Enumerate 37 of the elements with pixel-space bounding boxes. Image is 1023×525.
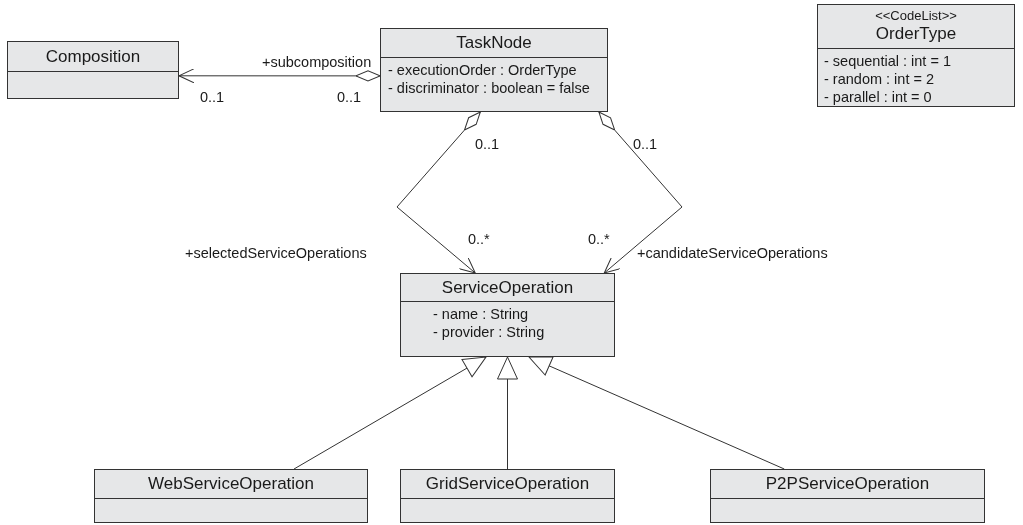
class-name: OrderType xyxy=(875,24,957,44)
class-box xyxy=(94,469,368,523)
class-name: WebServiceOperation xyxy=(148,474,314,494)
class-box xyxy=(400,469,615,523)
class-box xyxy=(7,41,179,99)
class-name: P2PServiceOperation xyxy=(765,474,930,494)
attribute: - name : String xyxy=(433,305,530,323)
generalization-arrow xyxy=(497,356,518,470)
role-name: +subcomposition xyxy=(262,55,372,70)
class-name: GridServiceOperation xyxy=(425,474,590,494)
stereotype: <<CodeList>> xyxy=(875,9,957,25)
aggregation-arrow xyxy=(598,111,683,274)
multiplicity: 0..* xyxy=(588,232,610,247)
attribute: - provider : String xyxy=(433,323,546,341)
multiplicity: 0..* xyxy=(468,232,490,247)
attribute: - sequential : int = 1 xyxy=(824,52,952,70)
class-name: TaskNode xyxy=(456,33,532,53)
generalization-arrow xyxy=(293,356,487,470)
multiplicity: 0..1 xyxy=(200,90,225,105)
class-box xyxy=(710,469,985,523)
class-box xyxy=(400,273,615,357)
class-name: Composition xyxy=(45,46,141,67)
role-name: +selectedServiceOperations xyxy=(185,246,367,261)
class-name: ServiceOperation xyxy=(441,277,574,298)
attribute: - discriminator : boolean = false xyxy=(388,79,591,97)
attribute: - parallel : int = 0 xyxy=(824,88,933,106)
aggregation-arrow xyxy=(178,68,381,84)
class-box xyxy=(817,4,1015,107)
aggregation-arrow xyxy=(396,111,481,274)
attribute: - executionOrder : OrderType xyxy=(388,61,578,79)
generalization-arrow xyxy=(528,356,785,470)
role-name: +candidateServiceOperations xyxy=(637,246,828,261)
multiplicity: 0..1 xyxy=(633,137,658,152)
attribute: - random : int = 2 xyxy=(824,70,935,88)
multiplicity: 0..1 xyxy=(337,90,362,105)
multiplicity: 0..1 xyxy=(475,137,500,152)
class-box xyxy=(380,28,608,112)
